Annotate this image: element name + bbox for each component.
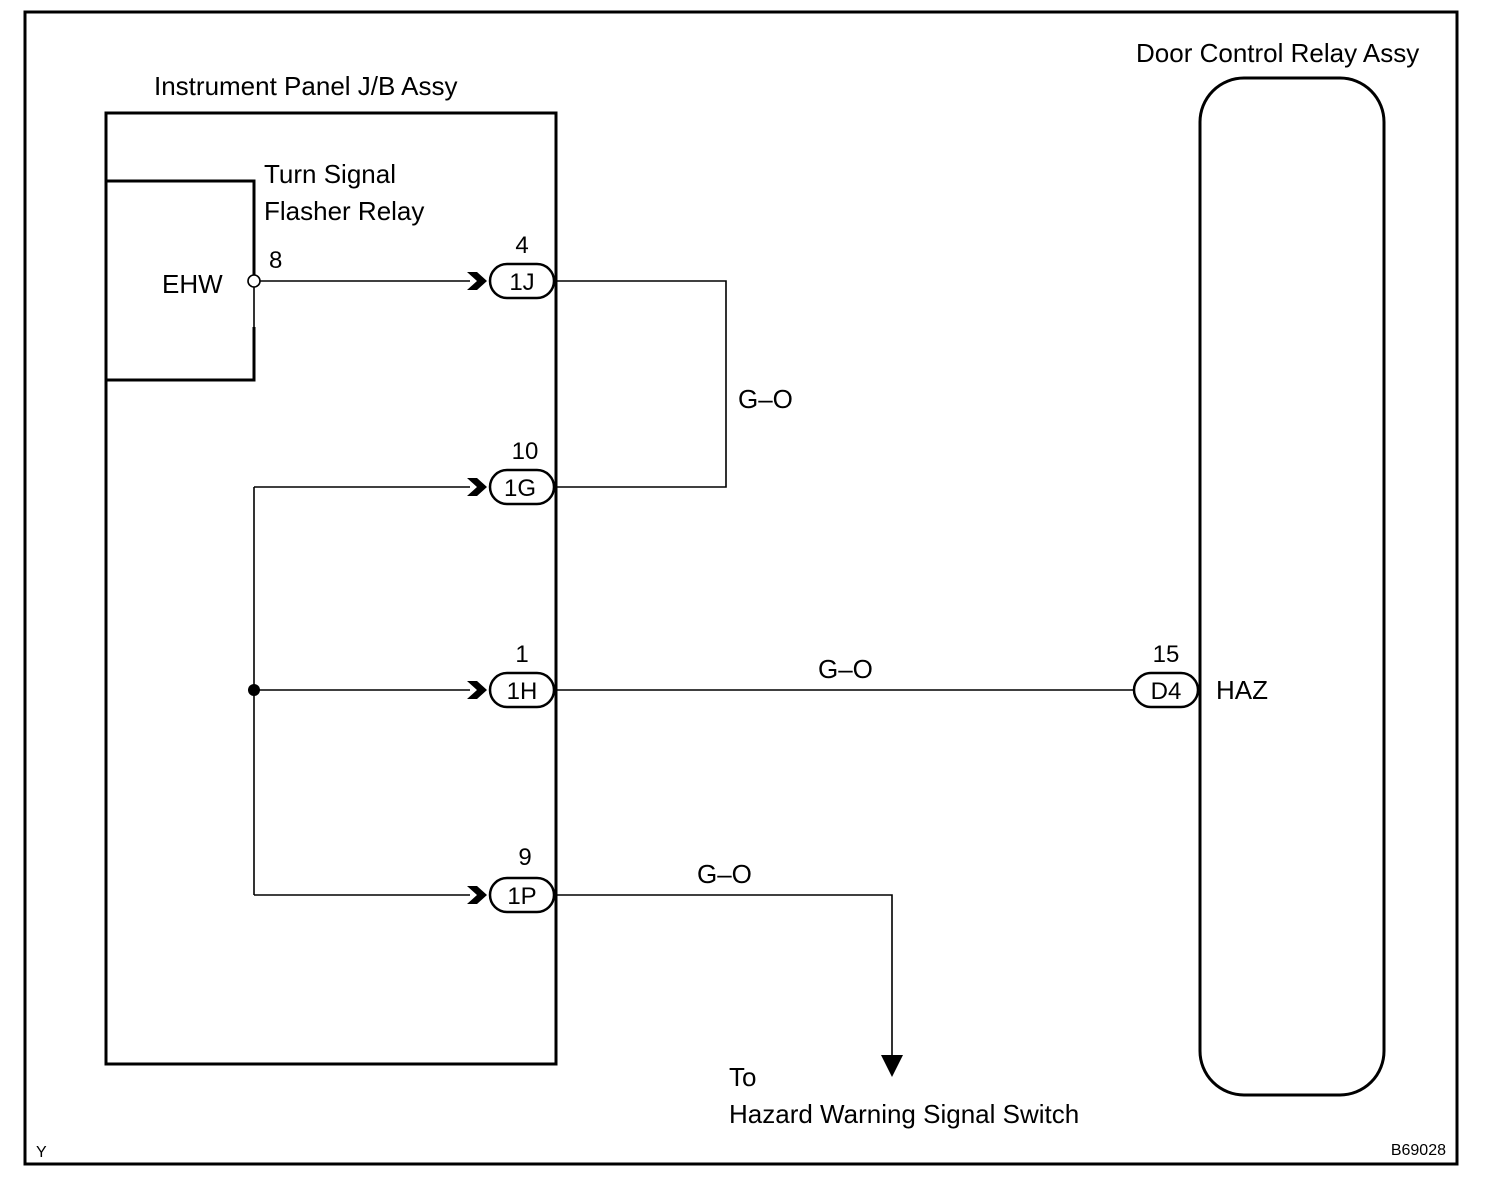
down-arrow-icon — [881, 1055, 903, 1077]
relay-terminal-ehw: EHW — [162, 269, 223, 299]
wire-1p-switch — [556, 894, 893, 1058]
wire-loop-1j-1g — [556, 280, 727, 488]
jb-assy-label: Instrument Panel J/B Assy — [154, 71, 457, 101]
connector-1h-code: 1H — [507, 678, 538, 705]
door-terminal-haz: HAZ — [1216, 675, 1268, 705]
connector-1g — [488, 468, 556, 506]
connector-1j — [488, 262, 556, 300]
connector-1g-code: 1G — [504, 475, 536, 502]
destination-switch: Hazard Warning Signal Switch — [729, 1099, 1079, 1129]
door-relay-label: Door Control Relay Assy — [1136, 38, 1419, 68]
jb-assy-box — [104, 111, 558, 1066]
connector-d4-code: D4 — [1151, 678, 1182, 705]
wire-loop-color: G–O — [738, 384, 793, 414]
connector-d4 — [1132, 671, 1200, 709]
connector-1j-code: 1J — [509, 269, 534, 296]
connector-d4-pin: 15 — [1153, 641, 1180, 668]
connector-1g-pin: 10 — [512, 438, 539, 465]
connector-arrow-1h — [467, 681, 487, 699]
connector-1j-pin: 4 — [515, 232, 528, 259]
connector-1p — [488, 876, 556, 914]
corner-label-left: Y — [36, 1144, 47, 1161]
flasher-relay-box — [106, 179, 256, 382]
connector-1h-pin: 1 — [515, 641, 528, 668]
relay-terminal-open-circle — [247, 274, 261, 288]
junction-dot — [248, 684, 260, 696]
outer-frame — [23, 10, 1459, 1166]
connector-1p-pin: 9 — [518, 844, 531, 871]
connector-arrow-1p — [467, 886, 487, 904]
wire-switch-color: G–O — [697, 859, 752, 889]
destination-to: To — [729, 1062, 756, 1092]
connector-arrow-1j — [467, 272, 487, 290]
wire-haz-color: G–O — [818, 654, 873, 684]
door-relay-box — [1198, 76, 1386, 1097]
flasher-relay-label-1: Turn Signal — [264, 159, 396, 189]
corner-label-right: B69028 — [1391, 1142, 1446, 1159]
connector-1p-code: 1P — [507, 883, 536, 910]
connector-1h — [488, 671, 556, 709]
connector-arrow-1g — [467, 478, 487, 496]
relay-pin-8: 8 — [269, 247, 282, 274]
flasher-relay-label-2: Flasher Relay — [264, 196, 424, 226]
